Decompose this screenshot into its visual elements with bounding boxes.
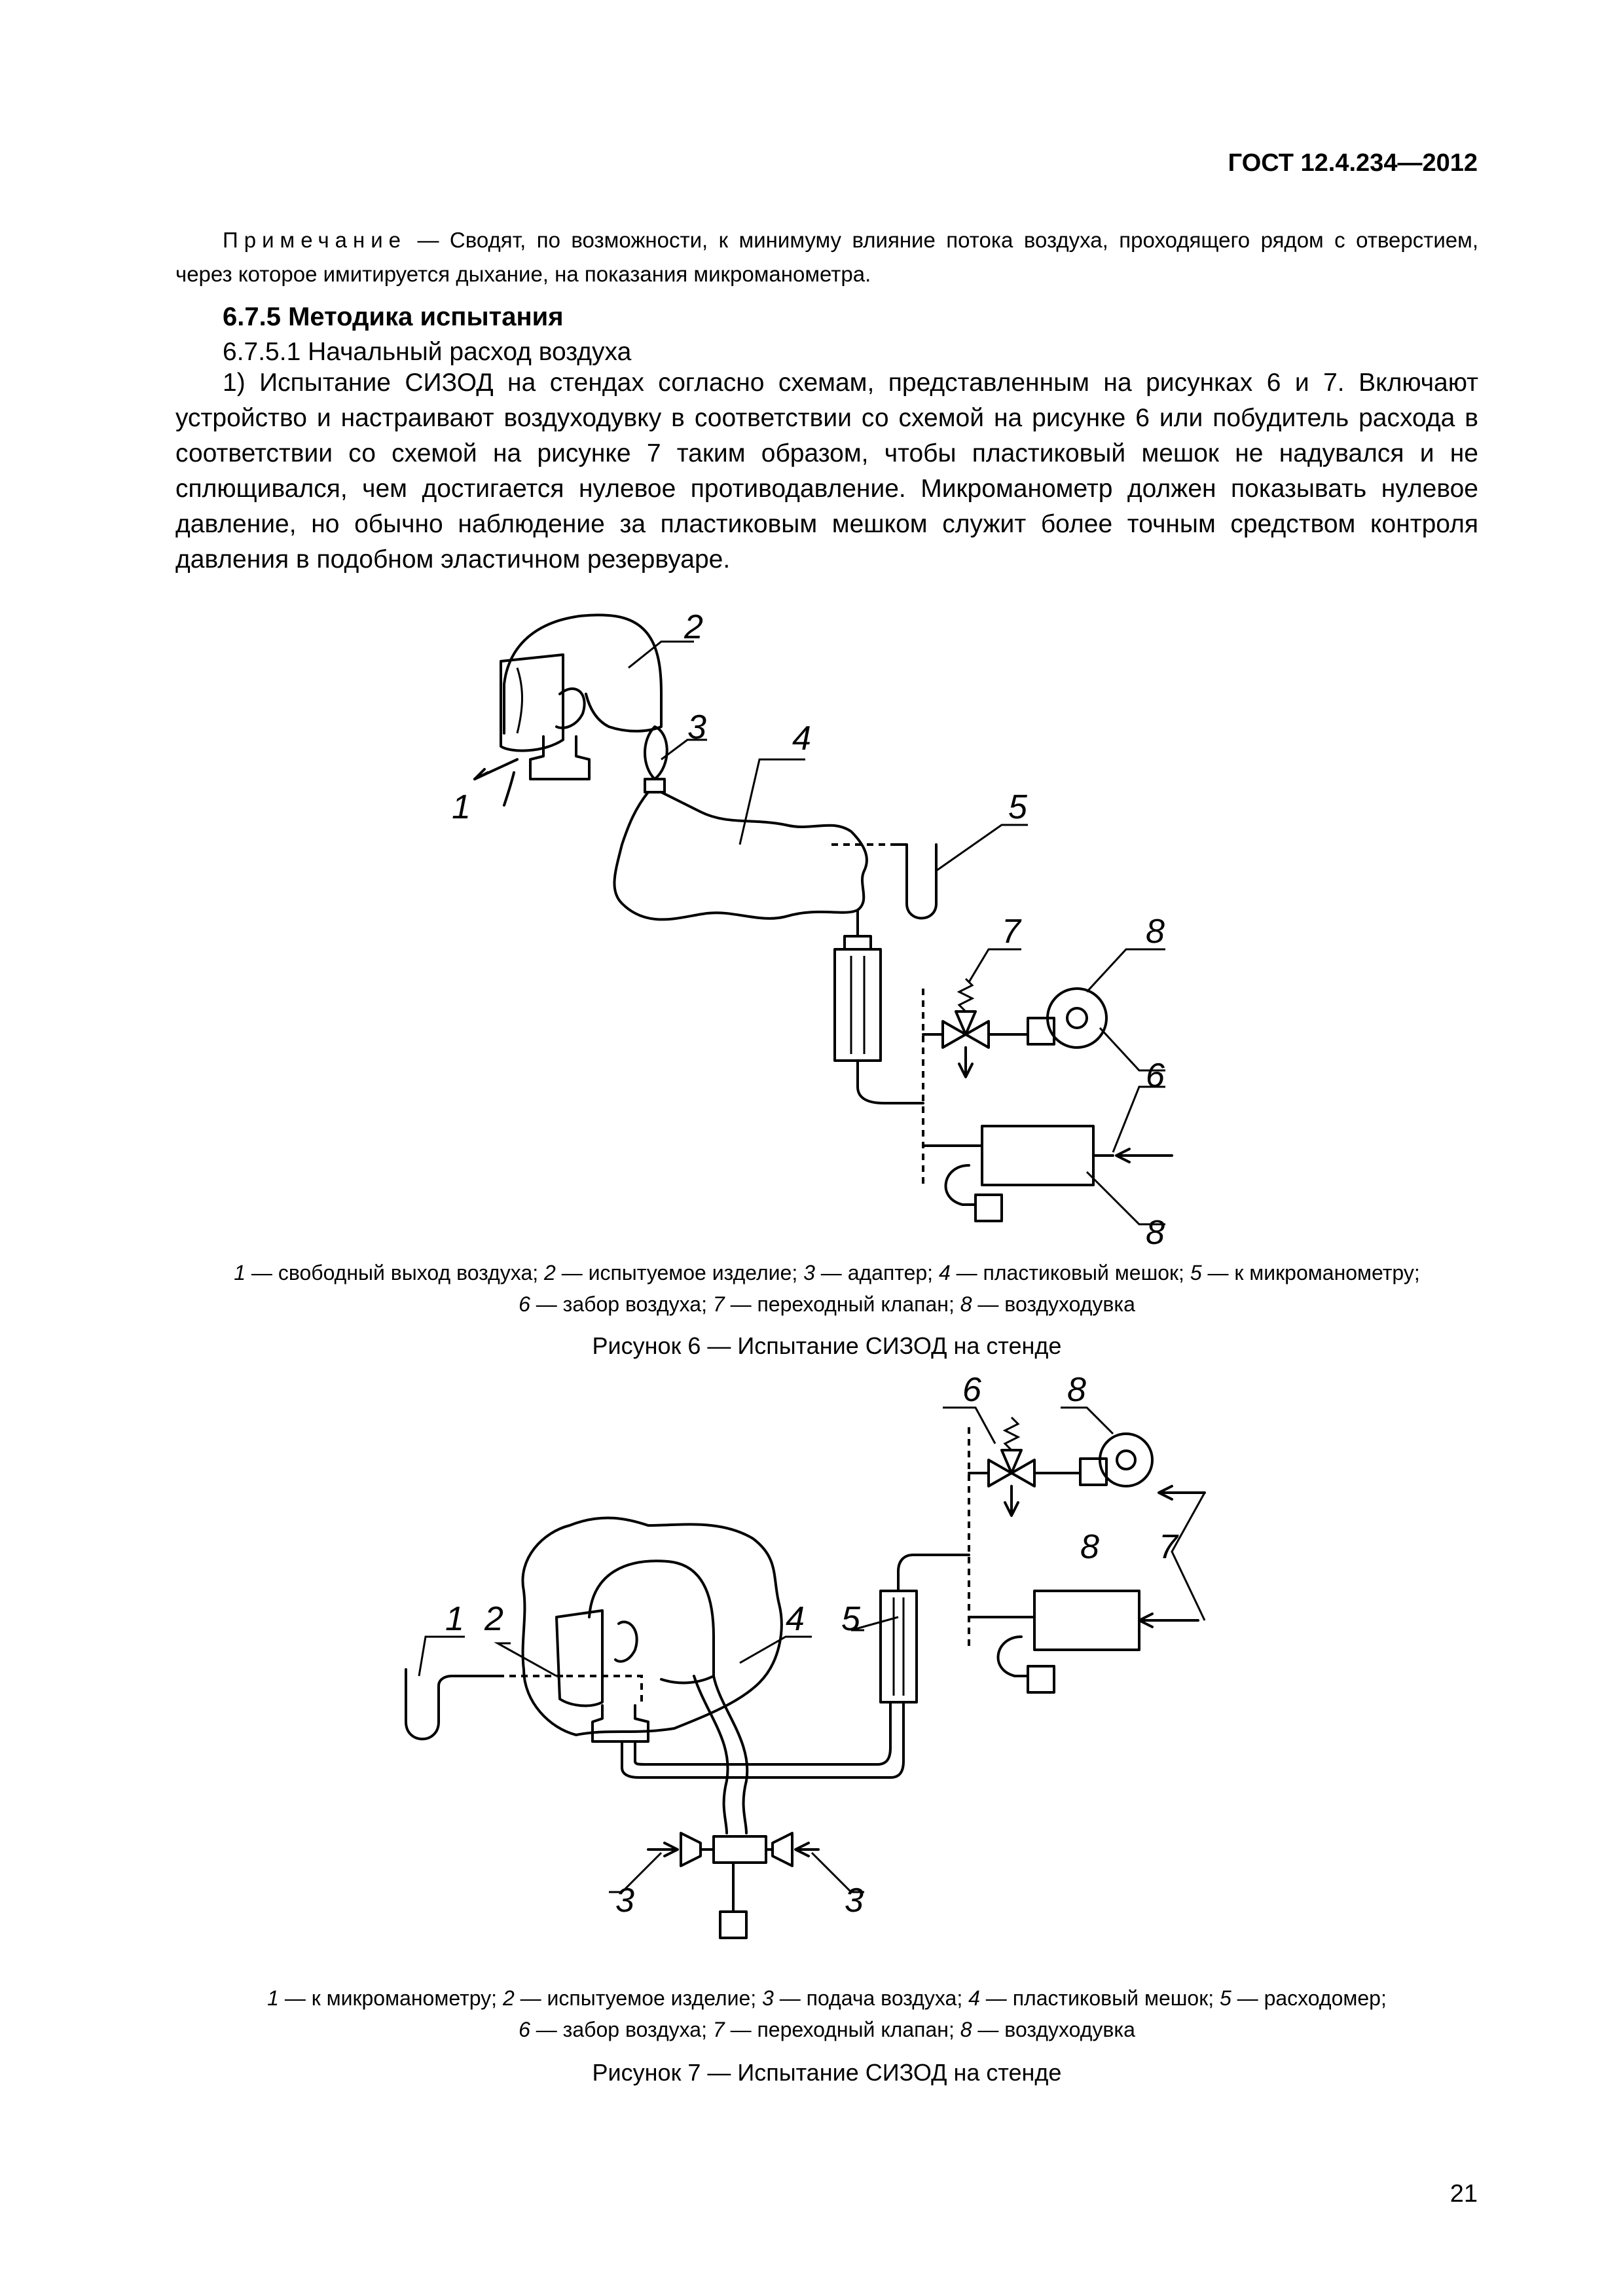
fig7-label-1: 1 [445, 1600, 464, 1638]
fig7-label-3-left: 3 [615, 1882, 634, 1920]
figure6-caption: Рисунок 6 — Испытание СИЗОД на стенде [592, 1332, 1062, 1359]
note-paragraph: Примечание — Сводят, по возможности, к м… [175, 223, 1478, 291]
page-number: 21 [1450, 2180, 1478, 2208]
subsection-heading: 6.7.5.1 Начальный расход воздуха [223, 338, 632, 366]
figure7-drawing: 1 2 4 5 6 8 7 8 3 3 [405, 1371, 1206, 1939]
figure7-legend-line2: 6 — забор воздуха; 7 — переходный клапан… [519, 2018, 1135, 2041]
document-code: ГОСТ 12.4.234—2012 [1228, 149, 1478, 177]
fig7-label-8-bottom: 8 [1080, 1528, 1099, 1566]
figure7-legend: 1 — к микроманометру; 2 — испытуемое изд… [175, 1982, 1478, 2045]
note-label: Примечание [223, 228, 407, 252]
fig6-label-8-top: 8 [1146, 913, 1165, 951]
fig6-label-3: 3 [687, 708, 706, 746]
fig7-label-5: 5 [841, 1600, 861, 1638]
body-paragraph: 1) Испытание СИЗОД на стендах согласно с… [175, 369, 1478, 574]
section-heading: 6.7.5 Методика испытания [223, 302, 564, 331]
fig6-label-4: 4 [792, 720, 811, 757]
fig6-label-2: 2 [684, 608, 703, 646]
figure6-legend: 1 — свободный выход воздуха; 2 — испытуе… [175, 1257, 1478, 1320]
figure6-legend-line2: 6 — забор воздуха; 7 — переходный клапан… [519, 1292, 1135, 1316]
fig7-label-3-right: 3 [845, 1882, 864, 1920]
fig7-label-7: 7 [1159, 1528, 1179, 1566]
fig6-label-1: 1 [452, 788, 471, 826]
fig7-label-2: 2 [484, 1600, 503, 1638]
figure6-legend-line1: 1 — свободный выход воздуха; 2 — испытуе… [234, 1261, 1420, 1285]
figure7-legend-line1: 1 — к микроманометру; 2 — испытуемое изд… [267, 1986, 1387, 2010]
fig7-label-8-top: 8 [1067, 1371, 1086, 1409]
fig6-label-6: 6 [1146, 1057, 1165, 1095]
fig6-label-5: 5 [1008, 788, 1028, 826]
figure6-drawing: 2 3 4 1 5 7 8 6 8 [452, 608, 1173, 1252]
fig7-label-6: 6 [962, 1371, 981, 1409]
fig7-label-4: 4 [786, 1600, 805, 1638]
fig6-label-7: 7 [1002, 913, 1022, 951]
note-text: — Сводят, по возможности, к минимуму вли… [175, 228, 1478, 286]
figure7-caption: Рисунок 7 — Испытание СИЗОД на стенде [592, 2059, 1062, 2086]
fig6-label-8-bottom: 8 [1146, 1214, 1165, 1252]
